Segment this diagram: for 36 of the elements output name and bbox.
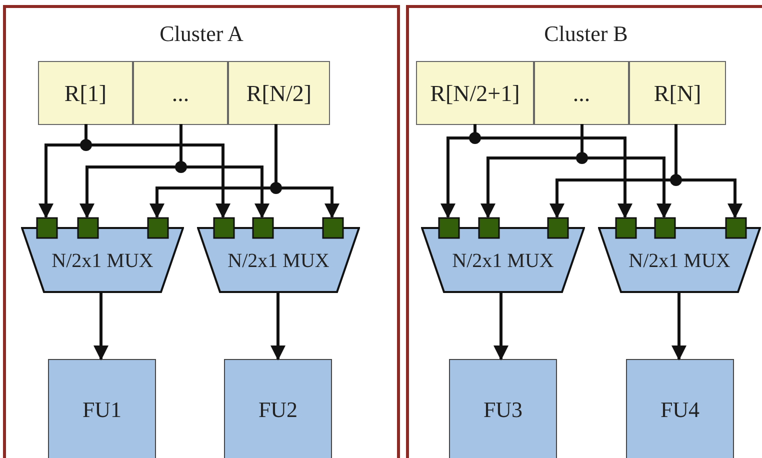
mux-block [421,217,585,293]
register-cell [38,61,133,125]
mux-label: N/2x1 MUX [628,251,730,271]
unit-label: FU4 [660,399,700,421]
functional-unit-box [626,359,734,458]
register-cell [629,61,726,125]
cluster-title: Cluster B [544,20,628,48]
unit-label: FU3 [483,399,523,421]
cluster-panel [3,5,400,458]
cluster-title: Cluster A [160,20,244,48]
register-label: ... [172,82,190,104]
register-cell [416,61,534,125]
mux-label: N/2x1 MUX [228,251,330,271]
arrow [672,292,686,360]
arrow [270,292,286,360]
functional-unit-box [48,359,156,458]
unit-label: FU1 [82,399,122,421]
mux-block [598,217,761,293]
mux-label: N/2x1 MUX [452,251,554,271]
register-label: ... [572,82,590,104]
arrow [494,292,508,360]
register-label: R[N] [654,82,702,104]
functional-unit-box [449,359,557,458]
mux-label: N/2x1 MUX [52,251,154,271]
functional-unit-box [224,359,332,458]
unit-label: FU2 [258,399,298,421]
arrow [94,292,108,360]
register-cell [228,61,330,125]
register-label: R[1] [64,82,107,104]
cluster-panel [406,5,762,458]
register-label: R[N/2+1] [430,82,520,104]
mux-block [197,217,360,293]
register-cell [133,61,228,125]
mux-block [21,217,184,293]
register-cell [534,61,629,125]
register-label: R[N/2] [246,82,312,104]
